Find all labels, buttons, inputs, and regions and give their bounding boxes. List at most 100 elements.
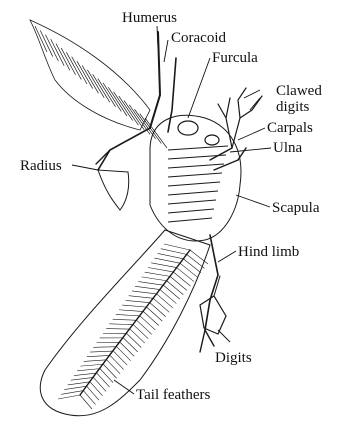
tail-feather-stroke bbox=[164, 244, 190, 250]
tail-feather-stroke bbox=[127, 333, 142, 347]
labels: Humerus Coracoid Furcula Clawed digits C… bbox=[20, 10, 322, 403]
label-carpals: Carpals bbox=[267, 120, 313, 136]
rib-line bbox=[168, 209, 214, 213]
tail-feather-stroke bbox=[173, 272, 190, 286]
tail-feather-stroke bbox=[142, 277, 167, 281]
tail-feather-stroke bbox=[61, 391, 83, 395]
tail-feather-stroke bbox=[90, 351, 113, 352]
label-furcula: Furcula bbox=[212, 50, 258, 66]
tail-feather-stroke bbox=[135, 286, 160, 289]
tail-feather-stroke bbox=[93, 377, 106, 391]
tail-feather-stroke bbox=[83, 391, 95, 405]
wing-feather-stroke bbox=[35, 26, 47, 52]
tail-feather-stroke bbox=[145, 272, 170, 276]
tail-feather-stroke bbox=[143, 312, 158, 326]
tail-feather-stroke bbox=[187, 254, 205, 268]
tail-feather-stroke bbox=[160, 290, 176, 304]
tail-feather-stroke bbox=[161, 249, 187, 255]
rib-line bbox=[168, 155, 226, 159]
rib-line bbox=[168, 173, 222, 177]
tail-feather-stroke bbox=[130, 329, 145, 343]
tail-feather-stroke bbox=[68, 382, 90, 385]
label-coracoid: Coracoid bbox=[171, 30, 226, 46]
wing-feather-stroke bbox=[66, 52, 81, 79]
tail-feather-stroke bbox=[113, 319, 137, 320]
tail-feather-stroke bbox=[100, 369, 113, 383]
wing-feather-stroke bbox=[61, 48, 75, 75]
tail-feather-stroke bbox=[103, 364, 116, 378]
tail-feather-stroke bbox=[71, 377, 93, 380]
tail-feather-stroke bbox=[120, 342, 134, 356]
tail-feather-stroke bbox=[137, 320, 152, 334]
tail-feather-stroke bbox=[109, 324, 133, 325]
tail-feather-stroke bbox=[113, 351, 127, 365]
label-tail-feathers: Tail feathers bbox=[136, 387, 210, 403]
tail-feather-stroke bbox=[151, 263, 177, 268]
tail-feather-stroke bbox=[154, 258, 180, 263]
wing-feather-stroke bbox=[56, 44, 70, 71]
tail-feather-stroke bbox=[125, 300, 150, 302]
wing-feather-stroke bbox=[108, 87, 127, 116]
tail-feather-stroke bbox=[129, 296, 154, 299]
label-humerus: Humerus bbox=[122, 10, 177, 26]
label-radius: Radius bbox=[20, 158, 62, 174]
tail-feather-stroke bbox=[183, 259, 201, 273]
rib-line bbox=[168, 182, 220, 186]
tail-feather-stroke bbox=[158, 253, 184, 258]
wing-feather-stroke bbox=[103, 83, 121, 111]
tail-feather-stroke bbox=[64, 386, 86, 389]
tail-feather-stroke bbox=[84, 360, 107, 362]
tail-feather-stroke bbox=[167, 281, 184, 295]
label-ulna: Ulna bbox=[273, 140, 303, 156]
left-wing-feathers bbox=[30, 20, 167, 148]
tail-feather-stroke bbox=[132, 291, 157, 294]
tail-feather-stroke bbox=[148, 267, 173, 271]
tail-feather-stroke bbox=[119, 310, 143, 312]
label-hind-limb: Hind limb bbox=[238, 244, 299, 260]
rib-line bbox=[168, 164, 224, 168]
left-claw-region bbox=[98, 170, 129, 210]
right-forelimb bbox=[210, 88, 262, 170]
tail-feather-stroke bbox=[170, 276, 187, 290]
tail-feather-stroke bbox=[97, 373, 110, 387]
tail-feather-stroke bbox=[177, 268, 194, 282]
tail-feather-stroke bbox=[157, 294, 173, 308]
rib-line bbox=[168, 200, 216, 204]
tail-feather-stroke bbox=[123, 338, 137, 352]
rib-line bbox=[168, 146, 228, 150]
wing-feather-stroke bbox=[40, 30, 52, 56]
tail-feather-stroke bbox=[77, 369, 100, 371]
label-clawed-digits-line1: Clawed bbox=[276, 83, 322, 99]
tail-feather-stroke bbox=[58, 395, 80, 399]
tail-feather-stroke bbox=[87, 386, 99, 400]
tail-feather-stroke bbox=[93, 347, 116, 348]
wing-feather-stroke bbox=[51, 39, 64, 66]
tail-feather-stroke bbox=[122, 305, 146, 307]
tail-feather-stroke bbox=[140, 316, 155, 330]
tail-feather-stroke bbox=[153, 298, 169, 312]
label-clawed-digits-line2: digits bbox=[276, 99, 310, 115]
rib-line bbox=[168, 218, 212, 222]
wing-feather-stroke bbox=[145, 118, 167, 148]
tail-feather-stroke bbox=[147, 307, 163, 321]
leader-lines bbox=[72, 26, 271, 394]
tail-feather-stroke bbox=[180, 263, 197, 277]
wing-feather-stroke bbox=[98, 79, 116, 107]
label-scapula: Scapula bbox=[272, 200, 320, 216]
rib-line bbox=[168, 191, 218, 195]
tail-feather-stroke bbox=[133, 325, 148, 339]
tail-feather-stroke bbox=[117, 347, 131, 361]
tail-feather-stroke bbox=[110, 355, 124, 369]
tail-feather-stroke bbox=[150, 303, 166, 317]
tail-feather-stroke bbox=[80, 364, 103, 366]
wing-feather-stroke bbox=[45, 35, 58, 61]
tail-feather-stroke bbox=[138, 282, 163, 286]
tail-feather-stroke bbox=[90, 382, 103, 396]
tail-feather-stroke bbox=[80, 395, 92, 409]
tail-feather-stroke bbox=[106, 329, 130, 330]
tail-feather-stroke bbox=[163, 285, 180, 299]
tail-feather-stroke bbox=[116, 314, 140, 315]
tail-feather-stroke bbox=[74, 373, 97, 375]
tail-feather-stroke bbox=[87, 355, 110, 356]
